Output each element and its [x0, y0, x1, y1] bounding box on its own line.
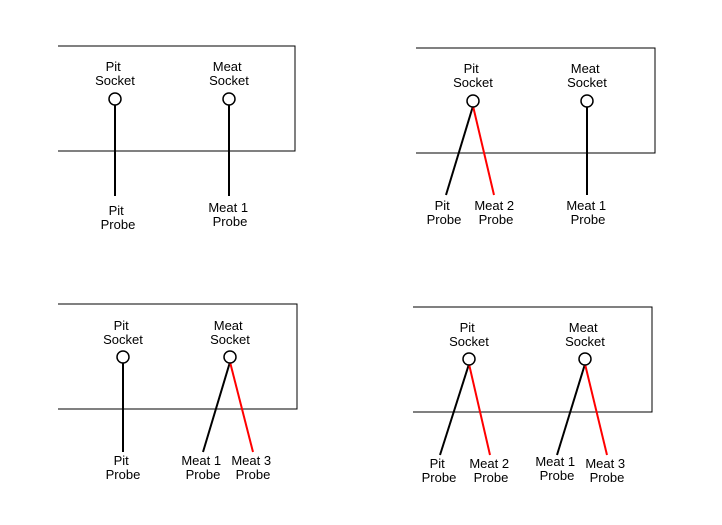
panel-2-meat2-probe-label: Meat 2 Probe	[474, 198, 517, 227]
panel-1-pit-probe-label: Pit Probe	[101, 203, 136, 232]
panel-4-meat3-wire	[584, 363, 608, 456]
panel-1-pit-socket	[108, 92, 122, 106]
panel-4-meat-socket-label: Meat Socket	[565, 320, 605, 349]
panel-3: Pit Socket Meat Socket Pit Probe Meat 1 …	[58, 303, 298, 482]
panel-2: Pit Socket Meat Socket Pit Probe Meat 2 …	[416, 47, 656, 227]
panel-4-pit-socket	[462, 352, 476, 366]
panel-3-pit-socket-label: Pit Socket	[103, 318, 143, 347]
panel-2-meat2-wire	[472, 105, 495, 196]
panel-2-meat1-probe-label: Meat 1 Probe	[566, 198, 609, 227]
panel-4-meat2-probe-label: Meat 2 Probe	[469, 456, 512, 485]
panel-3-meat-socket	[223, 350, 237, 364]
panel-1-meat-socket-label: Meat Socket	[209, 59, 249, 88]
panel-4-meat3-probe-label: Meat 3 Probe	[585, 456, 628, 485]
panel-2-pit-wire	[445, 105, 474, 196]
panel-3-pit-probe-label: Pit Probe	[106, 453, 141, 482]
panel-4-enclosure	[413, 306, 653, 413]
panel-2-pit-probe-label: Pit Probe	[427, 198, 462, 227]
panel-3-enclosure	[58, 303, 298, 410]
panel-4-meat1-wire	[556, 363, 586, 456]
panel-1-meat-socket	[222, 92, 236, 106]
panel-3-meat1-probe-label: Meat 1 Probe	[181, 453, 224, 482]
panel-2-pit-socket-label: Pit Socket	[453, 61, 493, 90]
panel-4-meat2-wire	[468, 363, 491, 456]
panel-4-meat1-probe-label: Meat 1 Probe	[535, 454, 578, 483]
panel-3-meat1-wire	[202, 361, 231, 453]
panel-1-enclosure	[58, 45, 296, 152]
panel-4-pit-socket-label: Pit Socket	[449, 320, 489, 349]
panel-2-meat-socket-label: Meat Socket	[567, 61, 607, 90]
panel-4: Pit Socket Meat Socket Pit Probe Meat 2 …	[413, 306, 653, 485]
panel-2-enclosure	[416, 47, 656, 154]
panel-2-meat-socket	[580, 94, 594, 108]
panel-4-pit-wire	[439, 363, 470, 456]
panel-3-meat3-probe-label: Meat 3 Probe	[231, 453, 274, 482]
panel-3-meat-socket-label: Meat Socket	[210, 318, 250, 347]
panel-2-pit-socket	[466, 94, 480, 108]
panel-4-pit-probe-label: Pit Probe	[422, 456, 457, 485]
panel-1-pit-socket-label: Pit Socket	[95, 59, 135, 88]
panel-3-meat3-wire	[229, 361, 254, 453]
panel-3-pit-socket	[116, 350, 130, 364]
panel-1: Pit Socket Meat Socket Pit Probe Meat 1 …	[58, 45, 296, 232]
panel-4-meat-socket	[578, 352, 592, 366]
panel-1-meat1-probe-label: Meat 1 Probe	[208, 200, 251, 229]
